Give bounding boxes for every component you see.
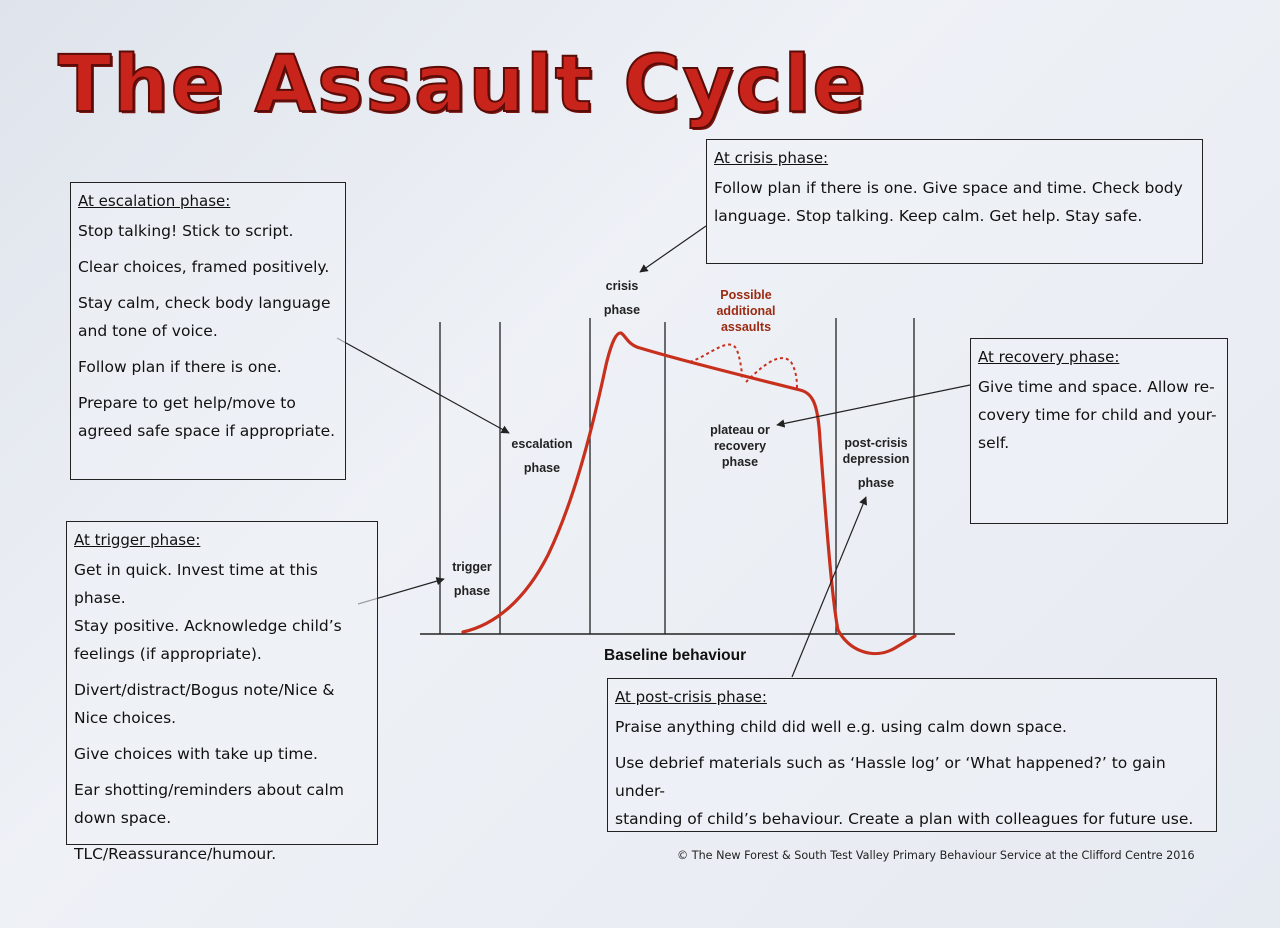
arrow-recovery bbox=[776, 384, 971, 428]
escalation-heading: At escalation phase: bbox=[78, 192, 231, 210]
arrow-escalation bbox=[336, 337, 510, 434]
poster-title: The Assault Cycle bbox=[57, 39, 868, 131]
arrow-crisis bbox=[639, 225, 707, 273]
crisis-heading: At crisis phase: bbox=[714, 149, 829, 167]
trigger-box: At trigger phase: Get in quick. Invest t… bbox=[66, 521, 378, 863]
trigger-heading: At trigger phase: bbox=[74, 531, 201, 549]
arrow-post-crisis bbox=[791, 496, 868, 678]
label-baseline: Baseline behaviour bbox=[604, 647, 747, 664]
credit-line: © The New Forest & South Test Valley Pri… bbox=[677, 849, 1195, 862]
post-crisis-heading: At post-crisis phase: bbox=[615, 688, 767, 706]
crisis-box: At crisis phase: Follow plan if there is… bbox=[706, 139, 1203, 264]
post-crisis-box: At post-crisis phase: Praise anything ch… bbox=[607, 678, 1217, 832]
recovery-heading: At recovery phase: bbox=[978, 348, 1120, 366]
phase-dividers bbox=[439, 318, 915, 634]
additional-assault-bumps bbox=[689, 343, 798, 389]
assault-curve bbox=[461, 331, 917, 656]
recovery-box: At recovery phase: Give time and space. … bbox=[970, 338, 1228, 524]
escalation-box: At escalation phase: Stop talking! Stick… bbox=[70, 182, 346, 480]
